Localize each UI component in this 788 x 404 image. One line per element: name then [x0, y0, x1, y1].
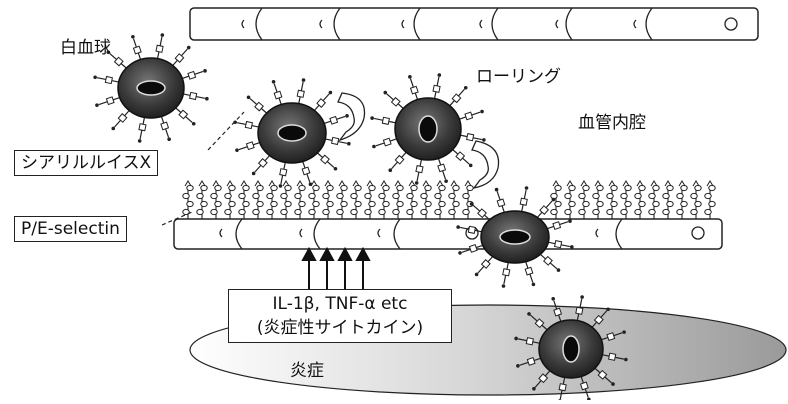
- cytokine-box: IL-1β, TNF-α etc (炎症性サイトカイン): [228, 289, 452, 343]
- selectin-ligand: [449, 181, 459, 219]
- selectin-ligand: [379, 181, 389, 219]
- selectin-ligand: [239, 181, 249, 219]
- selectin-ligand: [621, 181, 631, 219]
- selectin-ligand: [407, 181, 417, 219]
- rolling-label: ローリング: [476, 62, 561, 87]
- selectin-ligand: [649, 181, 659, 219]
- selectin-label: P/E-selectin: [14, 216, 127, 242]
- selectin-ligand: [677, 181, 687, 219]
- selectin-ligand: [565, 181, 575, 219]
- cytokine-line-1: IL-1β, TNF-α etc: [235, 292, 445, 316]
- selectin-ligand: [463, 181, 473, 219]
- selectin-ligand: [267, 181, 277, 219]
- leader-lines: [162, 112, 244, 225]
- leukocyte-cell: [370, 73, 485, 184]
- selectin-ligand: [435, 181, 445, 219]
- sialyl-lewis-x-label: シアリルルイスX: [14, 150, 158, 176]
- endothelium-top: [190, 8, 758, 40]
- selectin-ligand: [295, 181, 305, 219]
- selectin-ligand: [421, 181, 431, 219]
- leukocyte-cell: [233, 78, 350, 187]
- endothelium-bottom: [174, 219, 722, 249]
- selectin-ligand: [579, 181, 589, 219]
- selectin-ligand: [211, 181, 221, 219]
- selectin-ligand: [351, 181, 361, 219]
- selectin-ligand: [365, 181, 375, 219]
- selectin-ligand: [593, 181, 603, 219]
- selectin-ligand: [705, 181, 715, 219]
- selectin-ligand: [323, 181, 333, 219]
- selectin-ligand: [635, 181, 645, 219]
- cytokine-line-2: (炎症性サイトカイン): [235, 316, 445, 340]
- selectin-ligand: [197, 181, 207, 219]
- selectin-ligand: [309, 181, 319, 219]
- selectin-ligand: [663, 181, 673, 219]
- cytokine-arrows: [303, 249, 369, 290]
- selectin-ligand: [691, 181, 701, 219]
- leukocyte-label: 白血球: [60, 33, 111, 58]
- selectin-ligand: [337, 181, 347, 219]
- selectin-ligand: [225, 181, 235, 219]
- lumen-label: 血管内腔: [578, 108, 646, 133]
- selectin-ligand: [393, 181, 403, 219]
- selectin-ligand: [281, 181, 291, 219]
- selectin-ligands: [183, 181, 715, 219]
- selectin-ligand: [607, 181, 617, 219]
- inflammation-label: 炎症: [290, 356, 324, 381]
- selectin-ligand: [253, 181, 263, 219]
